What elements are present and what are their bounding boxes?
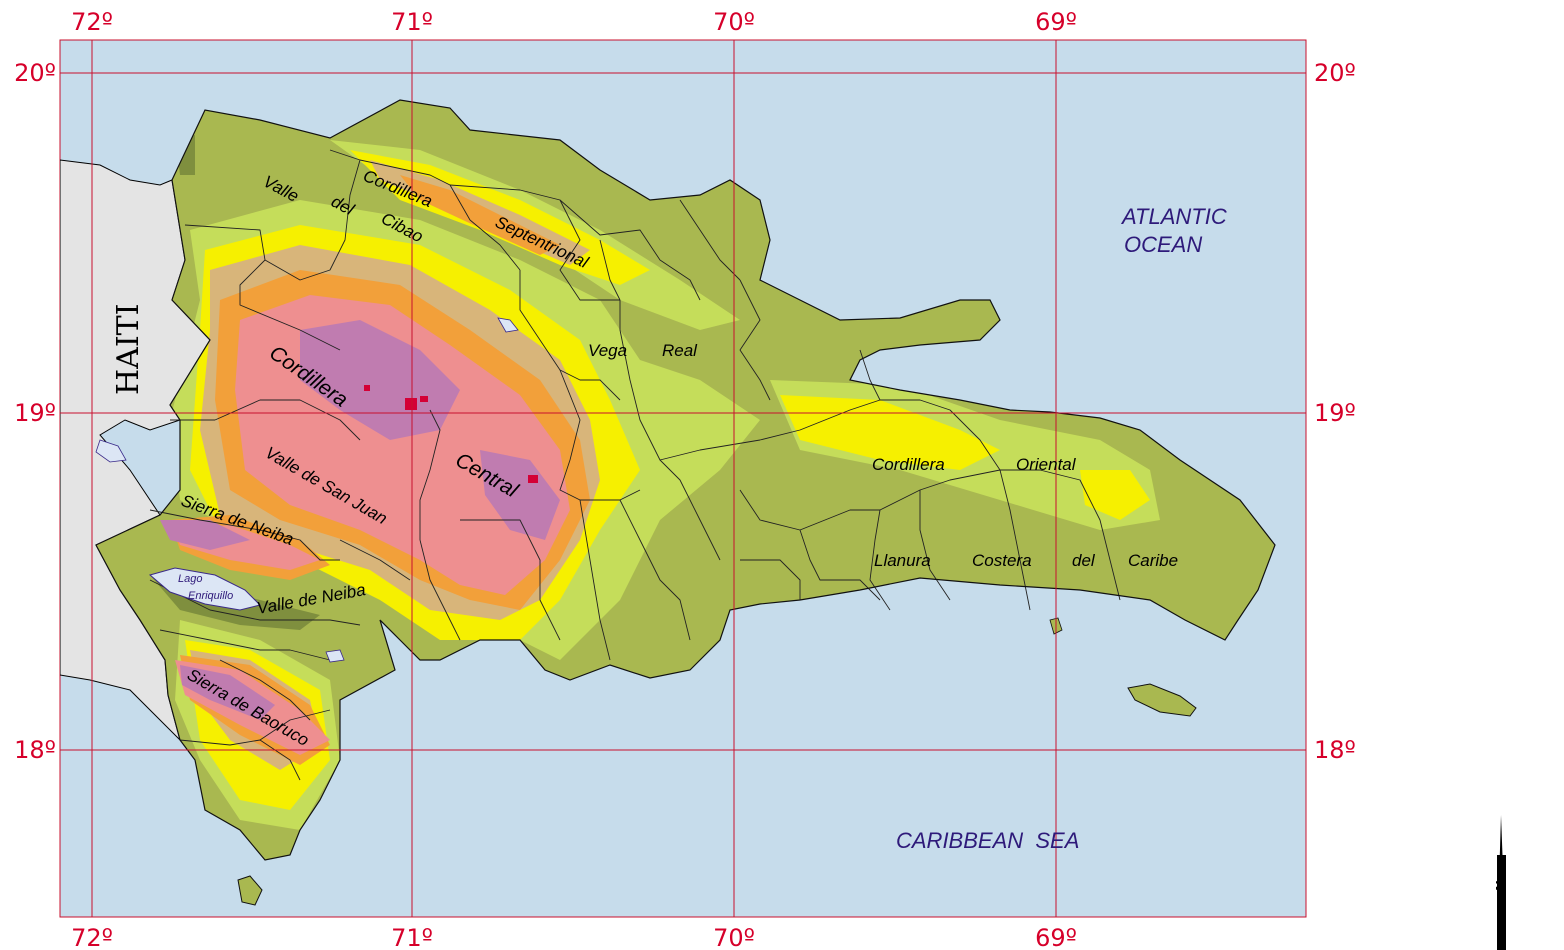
isla-saona — [1127, 683, 1197, 717]
label-vega: Vega — [588, 341, 627, 360]
longitude-tick-label: 71º — [391, 8, 433, 36]
label-cordillera-oriental-1: Cordillera — [872, 455, 945, 474]
longitude-tick-label: 71º — [391, 924, 433, 950]
latitude-tick-label: 20º — [1314, 59, 1356, 87]
caribbean-sea-label: CARIBBEAN SEA — [896, 828, 1079, 853]
lake-label-lago: Lago — [178, 573, 202, 585]
lake-label-enriquillo: Enriquillo — [188, 590, 233, 602]
latitude-tick-label: 19º — [14, 399, 56, 427]
longitude-tick-label: 72º — [71, 924, 113, 950]
longitude-tick-label: 69º — [1035, 924, 1077, 950]
laguna-small-3 — [95, 439, 127, 463]
label-del-caribe: del — [1072, 551, 1096, 570]
north-letter: N — [1492, 880, 1507, 891]
atlantic-label: ATLANTIC — [1120, 204, 1227, 229]
latitude-tick-label: 20º — [14, 59, 56, 87]
laguna-small-1 — [497, 317, 519, 333]
latitude-tick-label: 18º — [1314, 736, 1356, 764]
province-boundaries — [149, 149, 1121, 781]
label-caribe: Caribe — [1128, 551, 1178, 570]
longitude-tick-label: 70º — [713, 924, 755, 950]
isla-beata — [237, 875, 263, 906]
graticule — [60, 40, 1306, 917]
ocean-label: OCEAN — [1124, 232, 1202, 257]
label-costera: Costera — [972, 551, 1032, 570]
label-llanura: Llanura — [874, 551, 931, 570]
laguna-small-2 — [325, 649, 345, 663]
longitude-tick-label: 69º — [1035, 8, 1077, 36]
north-arrow: N — [1492, 815, 1507, 950]
longitude-tick-label: 70º — [713, 8, 755, 36]
longitude-tick-label: 72º — [71, 8, 113, 36]
label-real: Real — [662, 341, 698, 360]
latitude-tick-label: 19º — [1314, 399, 1356, 427]
haiti-label: HAITI — [111, 303, 146, 395]
label-cordillera-oriental-2: Oriental — [1016, 455, 1077, 474]
lago-enriquillo — [148, 567, 261, 611]
latitude-tick-label: 18º — [14, 736, 56, 764]
dominican-republic-landmass — [95, 99, 1276, 861]
